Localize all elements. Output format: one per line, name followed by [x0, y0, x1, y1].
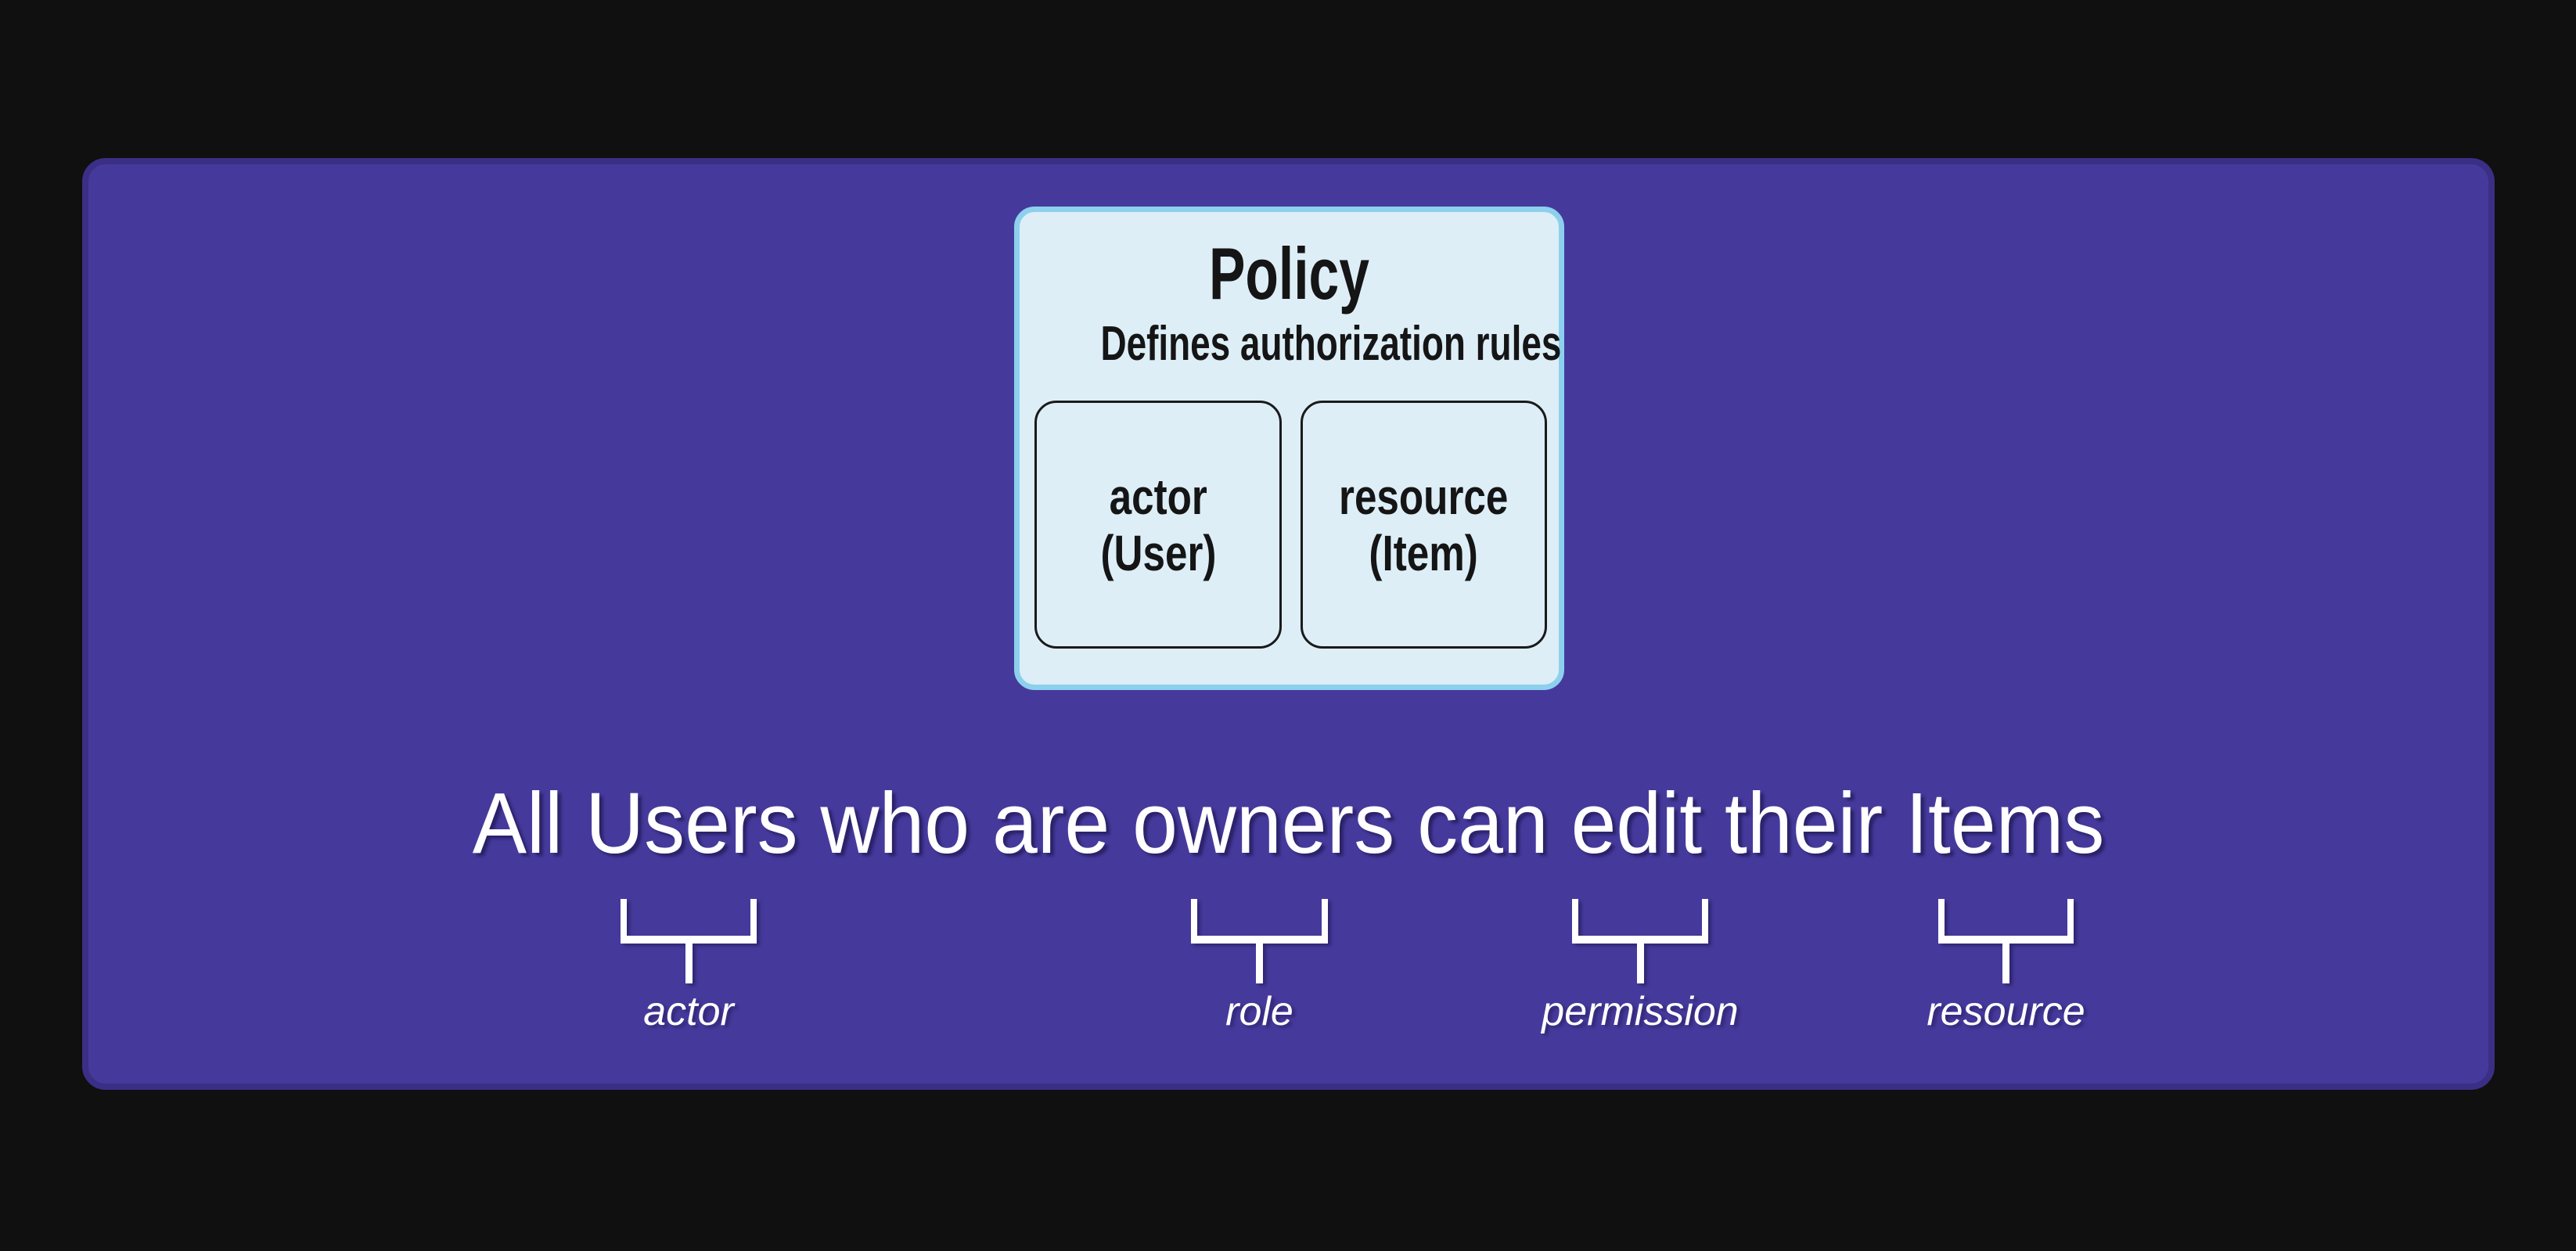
annotation-bracket-role: role	[1191, 899, 1328, 1034]
slot-name: resource	[1339, 468, 1509, 525]
annotation-bracket-resource: resource	[1927, 899, 2085, 1034]
policy-card-title: Policy	[1020, 237, 1559, 311]
slot-instance: (Item)	[1369, 524, 1479, 581]
annotation-label: actor	[643, 989, 734, 1034]
annotation-label: role	[1225, 989, 1293, 1034]
policy-card-title-text: Policy	[1209, 232, 1369, 315]
bracket-stem	[1636, 944, 1644, 983]
policy-card-subtitle: Defines authorization rules	[1020, 317, 1562, 371]
bracket-stem	[685, 944, 693, 983]
annotation-label: permission	[1542, 989, 1739, 1034]
bracket-shape	[1191, 899, 1328, 944]
example-sentence: All Users who are owners can edit their …	[88, 781, 2488, 867]
example-sentence-text: All Users who are owners can edit their …	[472, 775, 2105, 872]
bracket-stem	[2002, 944, 2009, 983]
bracket-stem	[1256, 944, 1263, 983]
policy-card-subtitle-text: Defines authorization rules	[1100, 317, 1562, 371]
bracket-shape	[1572, 899, 1708, 944]
annotation-bracket-permission: permission	[1542, 899, 1739, 1034]
policy-card: Policy Defines authorization rules actor…	[1014, 207, 1564, 690]
bracket-shape	[1938, 899, 2074, 944]
annotation-label: resource	[1927, 989, 2085, 1034]
policy-slot-resource: resource (Item)	[1301, 401, 1547, 649]
annotation-bracket-actor: actor	[621, 899, 757, 1034]
policy-slot-actor: actor (User)	[1034, 401, 1282, 649]
slot-instance: (User)	[1100, 524, 1216, 581]
diagram-panel: Policy Defines authorization rules actor…	[82, 158, 2495, 1090]
slot-name: actor	[1109, 468, 1207, 525]
bracket-shape	[621, 899, 757, 944]
